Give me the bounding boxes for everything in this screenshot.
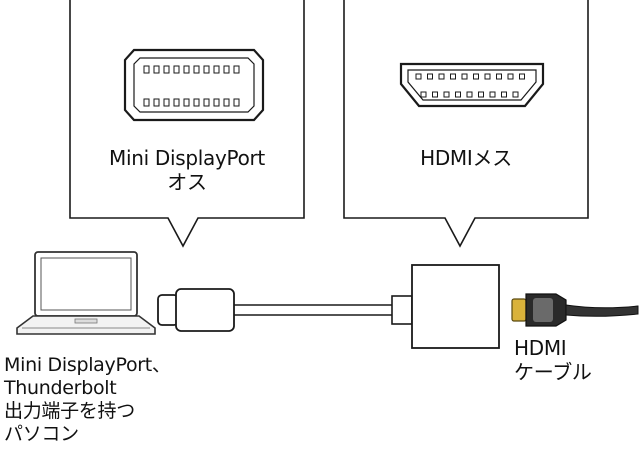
connector-pin [489,91,496,98]
connector-pin [163,98,170,107]
callout-left-line2: オス [167,170,207,194]
connector-pin [143,65,150,74]
callout-left-line1: Mini DisplayPort [109,146,265,170]
hdmi-cable-plug-icon [511,293,639,327]
hdmi-female-label: HDMIメス [344,146,588,170]
connector-pin [501,91,507,98]
mini-displayport-plug-icon [157,288,235,332]
connector-pin [450,73,456,80]
laptop-icon [16,251,156,335]
connector-pin [183,98,190,107]
callout-box-mini-displayport [69,0,305,248]
connector-pin [153,65,160,74]
connector-pin [478,91,484,98]
connector-pin [193,65,200,74]
mini-displayport-connector-icon [123,48,265,122]
laptop-caption-line1: Mini DisplayPort、 [4,354,171,376]
connector-pin [420,91,427,98]
connector-pin [473,73,479,80]
laptop-caption-line4: パソコン [4,423,79,445]
connector-pin [507,73,514,80]
connector-pin [203,65,210,74]
connector-pin [461,73,468,80]
adapter-cable [234,304,412,316]
laptop-caption-line2: Thunderbolt [4,377,117,399]
connector-pin [233,98,240,107]
hdmi-connector-icon [399,62,545,108]
connector-pin [466,91,473,98]
connector-pin [427,73,433,80]
callout-right-line1: HDMIメス [420,146,512,170]
cable-caption-line1: HDMI [514,336,567,360]
connector-pin [163,65,170,74]
connector-pin [519,73,525,80]
connector-pin [143,98,150,107]
connector-pin [443,91,450,98]
connector-pin [455,91,461,98]
connector-pin [432,91,438,98]
cable-caption-line2: ケーブル [514,360,592,384]
connector-pin [203,98,210,107]
connector-pin [213,65,220,74]
connector-pin [415,73,422,80]
adapter-box-icon [391,264,500,349]
connector-pin [438,73,445,80]
connector-pin [223,65,230,74]
connector-pin [223,98,230,107]
callout-box-hdmi [343,0,589,248]
connector-pin [213,98,220,107]
connector-pin [193,98,200,107]
connector-pin [496,73,502,80]
connector-pin [233,65,240,74]
connector-pin [173,65,180,74]
mini-displayport-male-label: Mini DisplayPort オス [70,146,304,194]
connector-pin [183,65,190,74]
hdmi-cable-caption: HDMI ケーブル [514,336,592,384]
laptop-caption: Mini DisplayPort、 Thunderbolt 出力端子を持つ パソ… [4,354,171,446]
connector-pin [512,91,519,98]
connector-pin [484,73,491,80]
connector-pin [173,98,180,107]
laptop-caption-line3: 出力端子を持つ [4,400,135,422]
connector-pin [153,98,160,107]
